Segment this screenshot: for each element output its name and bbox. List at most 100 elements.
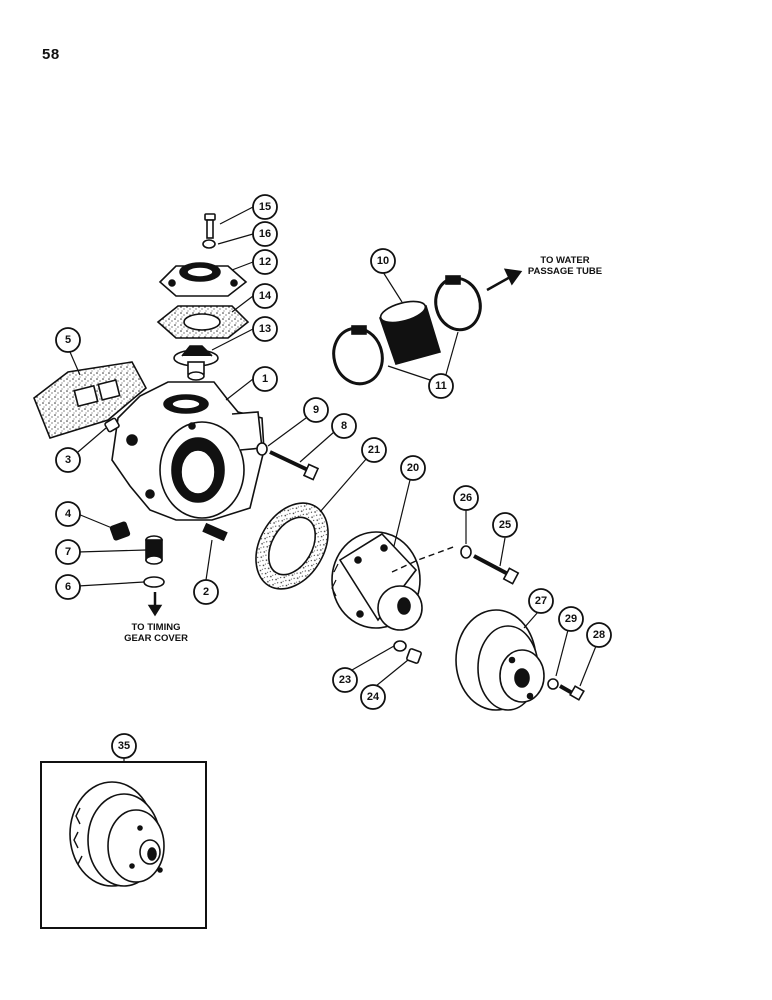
arrow-to-water-passage-head	[503, 268, 523, 286]
callout-7-label: 7	[65, 546, 71, 558]
connector-7-part	[145, 535, 163, 565]
callout-7: 7	[55, 539, 81, 565]
callout-27: 27	[528, 588, 554, 614]
callout-6-label: 6	[65, 581, 71, 593]
callout-16-label: 16	[259, 228, 271, 240]
leader-16	[217, 233, 254, 245]
callout-1-label: 1	[262, 373, 268, 385]
leader-28	[579, 645, 597, 687]
washer-26-part	[460, 545, 472, 559]
leader-23	[351, 645, 395, 671]
callout-23: 23	[332, 667, 358, 693]
callout-1: 1	[252, 366, 278, 392]
callout-23-label: 23	[339, 674, 351, 686]
callout-35: 35	[111, 733, 137, 759]
leader-5	[69, 351, 81, 376]
water-outlet-12-part	[158, 262, 248, 297]
gasket-14-part	[156, 305, 250, 339]
clamp-11b-part	[434, 275, 482, 332]
callout-8-label: 8	[341, 420, 347, 432]
stud-2-part	[202, 522, 228, 542]
callout-35-label: 35	[118, 740, 130, 752]
callout-25-label: 25	[499, 519, 511, 531]
callout-26: 26	[453, 485, 479, 511]
callout-14-label: 14	[259, 290, 272, 302]
callout-28: 28	[586, 622, 612, 648]
callout-6: 6	[55, 574, 81, 600]
gasket-21-part	[255, 502, 329, 590]
callout-3: 3	[55, 447, 81, 473]
callout-10-label: 10	[377, 255, 389, 267]
note-water-line-1: TO WATER	[540, 255, 590, 266]
leader-4	[77, 513, 113, 529]
callout-3-label: 3	[65, 454, 71, 466]
callout-29-label: 29	[565, 613, 577, 625]
thermostat-13-part	[173, 345, 219, 381]
hose-10-part	[378, 300, 442, 365]
leader-8	[299, 431, 335, 463]
washer-9-part	[256, 442, 268, 456]
leader-11b	[444, 331, 459, 379]
callout-8: 8	[331, 413, 357, 439]
callout-25: 25	[492, 512, 518, 538]
leader-6	[77, 581, 145, 587]
leader-2	[205, 539, 213, 581]
leader-10	[382, 271, 403, 303]
leader-1	[225, 378, 254, 401]
oring-6-part	[143, 576, 165, 588]
clamp-11a-part	[332, 325, 384, 386]
callout-5: 5	[55, 327, 81, 353]
alignment-dashed-line	[391, 545, 457, 573]
leader-29	[555, 629, 569, 677]
hub-20-part	[331, 531, 423, 631]
note-to-timing-gear-cover: TO TIMING GEAR COVER	[108, 622, 204, 644]
fitting-4-part	[109, 521, 131, 541]
callout-10: 10	[370, 248, 396, 274]
callout-11-label: 11	[435, 380, 447, 392]
note-timing-line-1: TO TIMING	[131, 622, 181, 633]
callout-15: 15	[252, 194, 278, 220]
leader-13	[211, 328, 254, 351]
callout-11: 11	[428, 373, 454, 399]
bolt-8-part	[269, 450, 320, 481]
arrow-to-water-passage	[486, 274, 513, 292]
callout-12-label: 12	[259, 256, 271, 268]
callout-26-label: 26	[460, 492, 472, 504]
callout-21: 21	[361, 437, 387, 463]
leader-21	[319, 457, 368, 513]
leader-11a	[387, 365, 431, 381]
callout-27-label: 27	[535, 595, 547, 607]
note-timing-line-2: GEAR COVER	[124, 633, 188, 644]
washer-29-part	[547, 678, 559, 690]
leader-9	[267, 417, 307, 447]
callout-9: 9	[303, 397, 329, 423]
leader-27	[523, 611, 539, 629]
callout-14: 14	[252, 283, 278, 309]
callout-5-label: 5	[65, 334, 71, 346]
pulley-assembly-35-part	[69, 781, 165, 887]
leader-14	[231, 295, 254, 313]
inset-box-35	[40, 761, 207, 929]
callout-2-label: 2	[203, 586, 209, 598]
callout-29: 29	[558, 606, 584, 632]
leader-15	[219, 206, 254, 225]
plug-3-part	[104, 417, 120, 433]
callout-12: 12	[252, 249, 278, 275]
callout-9-label: 9	[313, 404, 319, 416]
callout-20-label: 20	[407, 462, 419, 474]
note-water-line-2: PASSAGE TUBE	[527, 266, 603, 277]
callout-20: 20	[400, 455, 426, 481]
washer-23-part	[393, 640, 407, 652]
leader-7	[77, 549, 147, 553]
bolt-15-part	[204, 213, 216, 239]
bolt-25-part	[473, 554, 520, 585]
callout-24-label: 24	[367, 691, 380, 703]
leader-24	[375, 659, 409, 687]
callout-28-label: 28	[593, 629, 605, 641]
note-to-water-passage-tube: TO WATER PASSAGE TUBE	[510, 255, 620, 277]
callout-4-label: 4	[65, 508, 72, 520]
bolt-28-part	[559, 684, 585, 701]
callout-13-label: 13	[259, 323, 271, 335]
